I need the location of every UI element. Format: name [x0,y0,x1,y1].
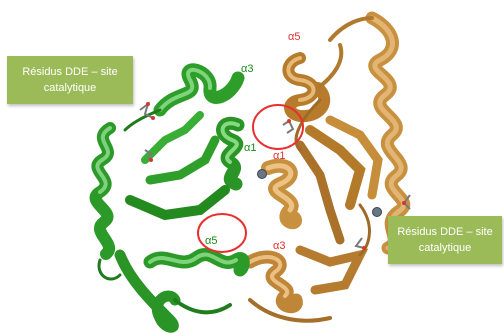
green-beta-sheet-1 [130,190,225,215]
green-beta-sheet-3 [145,115,200,160]
metal-ion [373,208,382,217]
green-a3-helix [160,70,238,110]
callout-right-line1: Résidus DDE – site [397,224,492,240]
label-green-a5: α5 [205,235,217,247]
label-orange-a5: α5 [288,31,300,43]
label-orange-a1: α1 [273,150,285,162]
orange-beta-sheet-3 [300,145,340,240]
callout-left-catalytic-site: Résidus DDE – site catalytique [7,56,133,104]
active-site-circle [253,105,303,149]
callout-left-line1: Résidus DDE – site [22,64,117,80]
orange-chain [250,18,404,321]
label-orange-a3: α3 [273,240,285,252]
label-green-a1: α1 [244,142,256,154]
callout-right-line2: catalytique [397,240,492,256]
callout-right-catalytic-site: Résidus DDE – site catalytique [388,216,502,264]
metal-ion [258,170,267,179]
green-chain [96,70,244,327]
callout-left-line2: catalytique [22,80,117,96]
label-green-a3: α3 [241,63,253,75]
